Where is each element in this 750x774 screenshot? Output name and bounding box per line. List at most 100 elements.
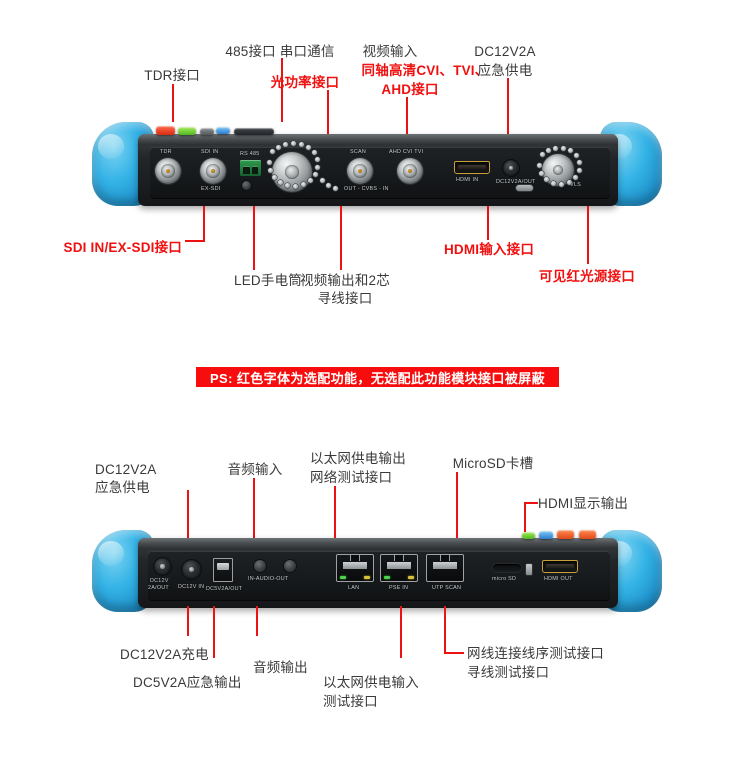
leader-led-torch (253, 206, 255, 270)
device-top-rail (138, 134, 618, 145)
port-microsd-slot[interactable] (493, 564, 521, 572)
leader-dc12v2a (507, 78, 509, 142)
leader-b-audio-in (253, 478, 255, 548)
callout-red-laser: 可见红光源接口 (539, 269, 635, 284)
leader-optical (327, 90, 329, 142)
button-gray[interactable] (200, 128, 214, 135)
silk-hdmi-in: HDMI IN (456, 177, 479, 183)
callout-b-wiremap: 网线连接线序测试接口 (467, 646, 604, 661)
callout-b-dc12v2a: DC12V2A (95, 462, 157, 477)
port-dc12v-2a-out[interactable] (154, 558, 171, 575)
device-body-2 (138, 538, 618, 608)
device-top-edge-view: TDR SDI IN EX-SDI RS 485 SCAN (92, 116, 662, 222)
port-rs485-terminal[interactable] (240, 160, 261, 176)
button-blue-2[interactable] (539, 531, 553, 539)
port-audio-in[interactable] (254, 560, 266, 572)
leader-b-hdmi-vert (524, 502, 526, 548)
silk-b-dc12v2: 2A/OUT (148, 585, 169, 591)
port-scan-bnc[interactable] (347, 158, 373, 184)
callout-b-microsd: MicroSD卡槽 (452, 456, 534, 471)
callout-b-poe-in: 以太网供电输入 (323, 675, 419, 690)
button-orange-2[interactable] (579, 530, 596, 539)
port-audio-out[interactable] (284, 560, 296, 572)
callout-tdr: TDR接口 (144, 68, 200, 83)
port-utp-scan-rj45[interactable] (426, 554, 464, 582)
silk-rs485: RS 485 (240, 151, 260, 157)
port-dc12v2a-out[interactable] (503, 160, 519, 176)
button-orange-1[interactable] (557, 530, 574, 539)
leader-sdi-horz (185, 240, 205, 242)
callout-video-out: 视频输出和2芯 (300, 273, 390, 288)
callout-b-audio-out: 音频输出 (253, 660, 308, 675)
port-usb-dc5v2a-out[interactable] (213, 558, 233, 582)
leader-b-poe-in (400, 606, 402, 658)
leader-b-poe-out (334, 486, 336, 548)
silk-b-dc12v: DC12V (150, 578, 169, 584)
silk-b-utp: UTP SCAN (432, 585, 462, 591)
port-lan-rj45[interactable] (336, 554, 374, 582)
callout-video-out2: 寻线接口 (317, 291, 373, 306)
silk-b-dc5v: DC5V2A/OUT (206, 586, 243, 592)
button-red[interactable] (156, 126, 175, 135)
callout-b-tracer: 寻线测试接口 (467, 665, 550, 680)
callout-dc12v2a: DC12V2A (474, 44, 536, 59)
laser-cap-tether (516, 185, 533, 191)
leader-b-wiremap-h (444, 652, 464, 654)
callout-coax-hd: 同轴高清CVI、TVI、 (361, 63, 489, 78)
callout-emergency: 应急供电 (477, 63, 533, 78)
button-blue[interactable] (216, 127, 230, 134)
leader-b-dc-charge (187, 606, 189, 636)
silk-b-sd: micro SD (492, 576, 517, 582)
silk-b-dc12v-in: DC12V IN (178, 584, 205, 590)
callout-video-in: 视频输入 (362, 44, 418, 59)
silk-sdi-in: SDI IN (201, 149, 219, 155)
leader-b-microsd (456, 472, 458, 548)
port-pse-in-rj45[interactable] (380, 554, 418, 582)
device-top-rail-2 (138, 538, 618, 549)
silk-ahd: AHD CVI TVI (389, 149, 424, 155)
note-banner: PS: 红色字体为选配功能，无选配此功能模块接口被屏蔽 (196, 367, 559, 387)
button-dark-strip[interactable] (234, 128, 274, 135)
leader-red-laser (587, 206, 589, 264)
callout-b-poe-in2: 测试接口 (323, 694, 378, 709)
callout-sdi: SDI IN/EX-SDI接口 (63, 240, 182, 255)
port-led-torch[interactable] (242, 181, 251, 190)
microsd-eject-pin[interactable] (526, 564, 532, 575)
leader-b-dc12v2a (187, 490, 189, 548)
leader-video-out (340, 206, 342, 270)
callout-ahd: AHD接口 (381, 82, 439, 97)
port-ahd-cvi-tvi-bnc[interactable] (397, 158, 423, 184)
port-hdmi-out[interactable] (542, 560, 578, 573)
silk-b-hdmi: HDMI OUT (544, 576, 573, 582)
button-green[interactable] (178, 127, 196, 135)
silk-scan: SCAN (350, 149, 366, 155)
port-hdmi-in[interactable] (454, 161, 490, 174)
port-panel (150, 147, 610, 199)
callout-b-audio-in: 音频输入 (227, 462, 283, 477)
silk-b-audio: IN-AUDIO-OUT (248, 576, 289, 582)
leader-b-dc5v-out (213, 606, 215, 658)
silk-b-lan: LAN (348, 585, 360, 591)
leader-tdr (172, 84, 174, 122)
callout-rs485: 485接口 串口通信 (225, 44, 335, 59)
callout-b-poe-out: 以太网供电输出 (310, 451, 406, 466)
device-bottom-edge-view: DC12V 2A/OUT DC12V IN DC5V2A/OUT IN-AUDI… (92, 520, 662, 624)
port-tdr-bnc[interactable] (155, 158, 181, 184)
port-sdi-in-bnc[interactable] (200, 158, 226, 184)
silk-cvbs: OUT - CVBS - IN (344, 186, 389, 192)
device-body (138, 134, 618, 206)
button-green-2[interactable] (522, 532, 535, 539)
silk-ex-sdi: EX-SDI (201, 186, 221, 192)
leader-coax (406, 97, 408, 142)
port-dc12v-in[interactable] (182, 560, 201, 579)
callout-optical: 光功率接口 (270, 75, 340, 90)
leader-b-audio-out (256, 606, 258, 636)
leader-rs485 (281, 58, 283, 122)
callout-b-net-test: 网络测试接口 (310, 470, 393, 485)
port-optical-power[interactable] (272, 152, 312, 192)
callout-hdmi-in: HDMI输入接口 (443, 242, 535, 257)
callout-b-dc5v-out: DC5V2A应急输出 (133, 675, 242, 690)
silk-tdr: TDR (160, 149, 172, 155)
leader-b-wiremap-v (444, 606, 446, 652)
callout-b-emergency: 应急供电 (95, 480, 150, 495)
